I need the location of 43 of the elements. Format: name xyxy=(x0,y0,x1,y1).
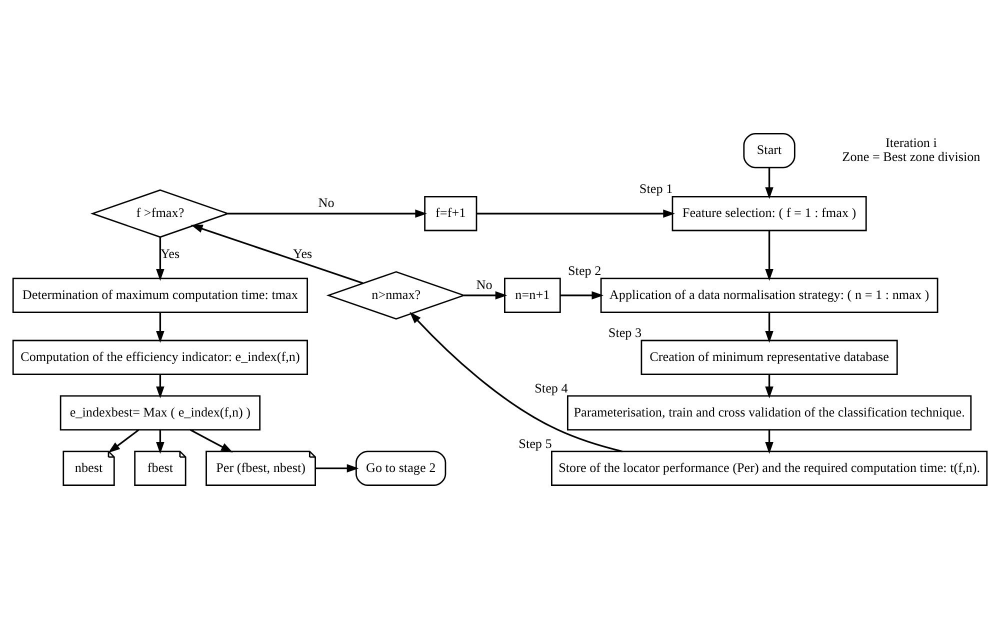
arrow xyxy=(410,311,623,452)
arrow xyxy=(560,290,604,300)
arrow xyxy=(765,230,774,280)
node-box: Parameterisation, train and cross validation of the classification technique. xyxy=(566,394,972,430)
arrow xyxy=(228,208,428,218)
node-label: Step 5 xyxy=(518,435,552,450)
arrow xyxy=(156,429,164,454)
node-box: e_indexbest= Max ( e_index(f,n) ) xyxy=(60,394,261,430)
node-label: Step 2 xyxy=(568,262,602,278)
node-label: Step 4 xyxy=(534,380,568,395)
node-box: Creation of minimum representative database xyxy=(640,339,898,375)
arrow xyxy=(316,464,359,472)
arrow xyxy=(190,224,364,284)
node-label: Iteration i xyxy=(886,134,937,150)
node-label: Step 3 xyxy=(608,324,642,340)
node-box: Feature selection: ( f = 1 : fmax ) xyxy=(672,195,867,231)
arrow xyxy=(464,290,508,300)
edge-label: No xyxy=(318,194,334,210)
node-box: n=n+1 xyxy=(504,277,561,312)
arrow xyxy=(765,374,774,398)
arrow xyxy=(765,429,774,454)
arrow xyxy=(190,428,233,452)
edge-label: Yes xyxy=(293,245,312,260)
node-box: Store of the locator performance (Per) and the required computation time: t(f,n). xyxy=(551,450,988,486)
edge-label: No xyxy=(476,276,492,292)
arrow xyxy=(108,428,140,452)
edge-label: Yes xyxy=(160,245,180,260)
node-diamond: n>nmax? xyxy=(326,270,466,320)
arrow xyxy=(156,374,164,398)
arrow xyxy=(765,312,774,342)
node-box: Application of a data normalisation strategy: ( n = 1 : nmax ) xyxy=(600,277,938,312)
node-box: f=f+1 xyxy=(424,195,478,231)
node-box: Determination of maximum computation time: tmax xyxy=(12,277,308,312)
arrow xyxy=(765,167,774,199)
node-box: Start xyxy=(743,132,796,168)
arrow xyxy=(156,236,164,280)
node-box: Go to stage 2 xyxy=(355,450,446,486)
node-label: Step 1 xyxy=(639,180,673,196)
arrow xyxy=(476,208,676,218)
node-diamond: f >fmax? xyxy=(90,188,230,238)
node-box: Computation of the efficiency indicator: e_index(f,n) xyxy=(12,339,308,375)
arrow xyxy=(156,312,164,342)
node-label: Zone = Best zone division xyxy=(842,148,980,164)
